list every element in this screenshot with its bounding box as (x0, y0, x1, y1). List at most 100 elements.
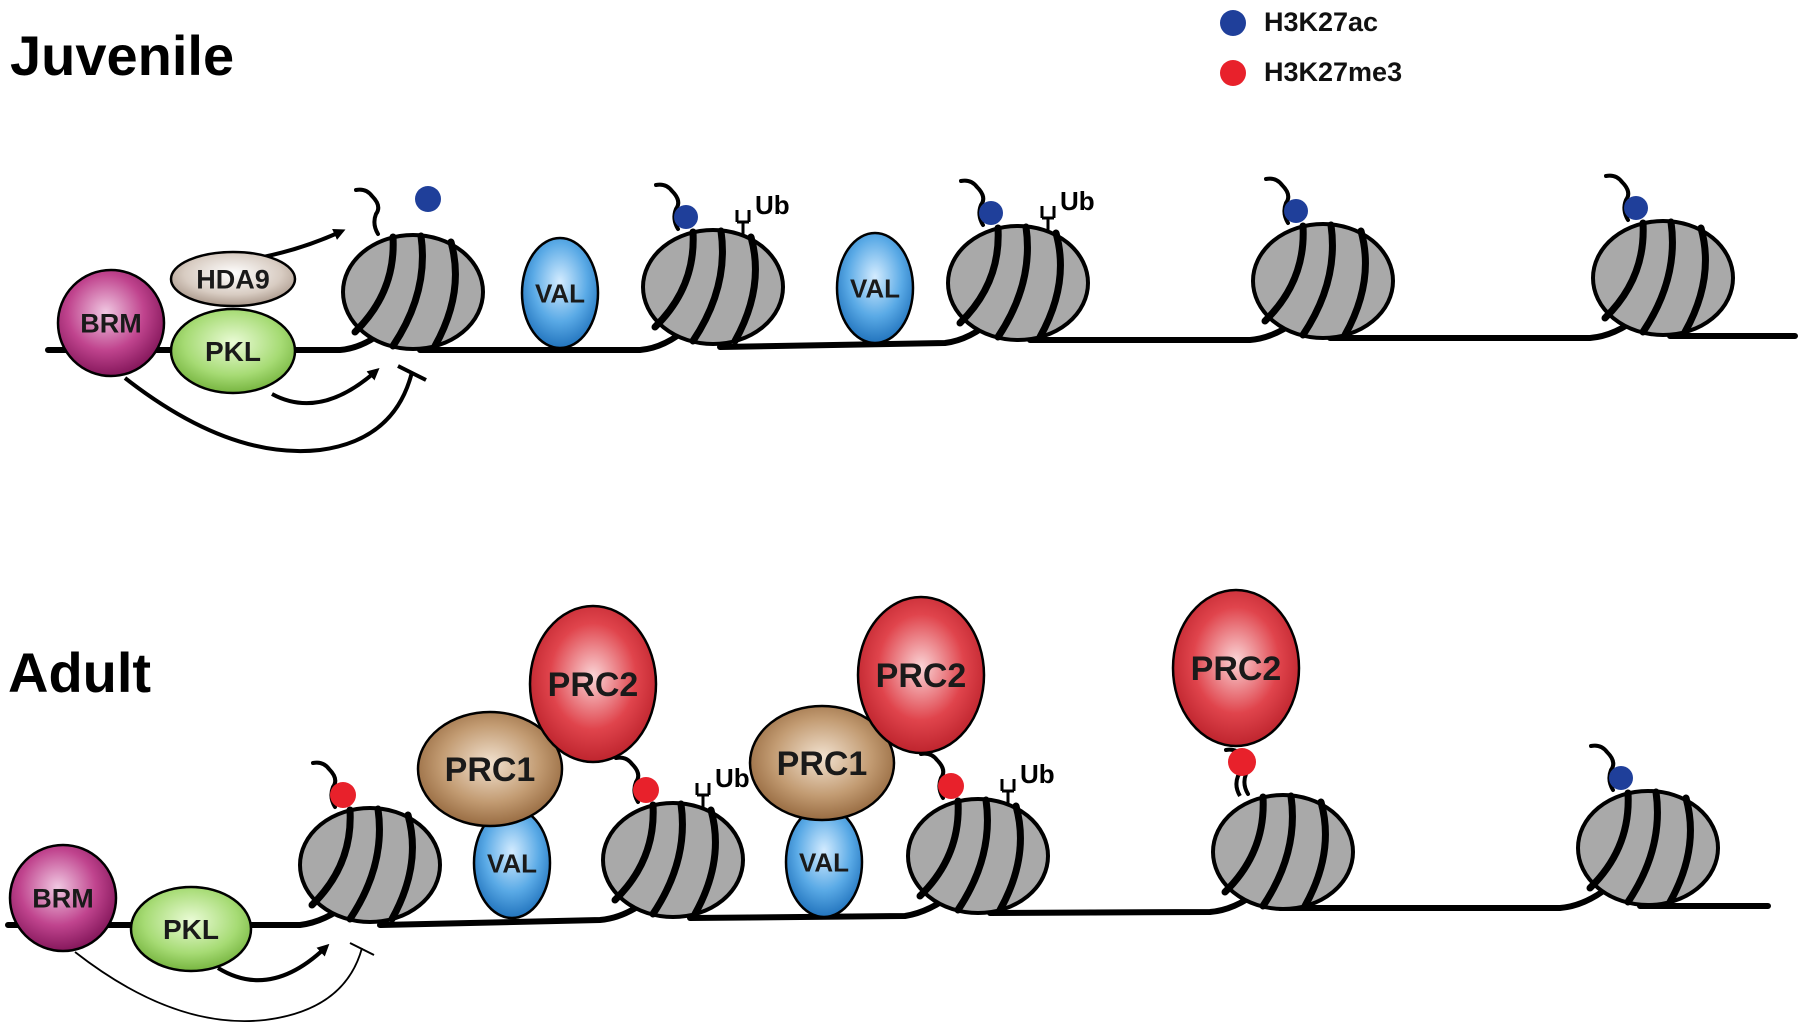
histone-tail (1589, 743, 1616, 792)
hda9-to-tail-arrow (257, 228, 346, 260)
histone-tail (654, 182, 681, 231)
h3k27ac-mark (674, 205, 698, 229)
pkl-protein-adult-label: PKL (163, 914, 219, 945)
regulation-arrows-layer (74, 228, 427, 1023)
h3k27ac-legend-dot (1220, 9, 1246, 36)
dna-wrap-band (1261, 222, 1307, 325)
dna-wrap-band (1259, 792, 1296, 910)
nucleosome-adult-3: Ub (906, 751, 1055, 915)
h3k27ac-mark (415, 186, 441, 212)
dna-wrap-band (651, 228, 697, 331)
dna-wrap-band (431, 238, 459, 350)
pkl-protein-adult: PKL (129, 885, 253, 973)
h3k27ac-mark (979, 201, 1003, 225)
val-protein-juvenile-2-label: VAL (850, 273, 900, 303)
dna-wrap-band (689, 227, 726, 345)
prc2-protein-adult-2: PRC2 (856, 595, 986, 755)
nucleosome-core (601, 801, 745, 919)
dna-wrap-band (1341, 227, 1369, 339)
adult-title: Adult (8, 641, 152, 704)
prc1-protein-adult-1-shape (416, 710, 564, 828)
dna-wrap-band (1586, 789, 1632, 892)
nucleosome-adult-5 (1576, 743, 1720, 907)
brm-protein-adult-label: BRM (32, 884, 94, 914)
prc2-protein-adult-3-label: PRC2 (1191, 650, 1282, 688)
ubiquitin-label: Ub (1020, 759, 1055, 789)
nucleosome-core (1251, 222, 1395, 340)
juvenile-title: Juvenile (10, 24, 235, 87)
dna-wrap-band (1299, 221, 1336, 339)
nucleosome-adult-2: Ub (601, 755, 750, 919)
histone-tail (959, 178, 986, 227)
ubiquitin-fork (695, 783, 711, 807)
legend-item-h3k27me3: H3K27me3 (1220, 57, 1402, 88)
nucleosome-core (946, 224, 1090, 342)
prc2-protein-adult-3-shape (1171, 588, 1301, 748)
nucleosome-core (298, 806, 442, 924)
dna-wrap-band (996, 802, 1024, 914)
prc1-protein-adult-2: PRC1 (748, 704, 896, 822)
nucleosome-juvenile-5 (1591, 173, 1735, 337)
ubiquitin-fork (1040, 206, 1056, 230)
brm-protein-adult-shape (8, 843, 118, 953)
brm-protein-juvenile-shape (56, 268, 166, 378)
val-protein-juvenile-1: VAL (520, 236, 600, 350)
nucleosome-juvenile-4 (1251, 176, 1395, 340)
histone-tail (354, 187, 381, 236)
val-protein-adult-2: VAL (784, 805, 864, 919)
h3k27ac-mark (1609, 766, 1633, 790)
brm-inhibition-line-juvenile (123, 371, 414, 454)
brm-protein-juvenile-label: BRM (80, 309, 142, 339)
dna-wrap-band (649, 800, 686, 918)
dna-wrap-band (389, 232, 426, 350)
dna-wrap-band (916, 797, 962, 900)
prc2-protein-adult-2-shape (856, 595, 986, 755)
h3k27me3-mark (633, 777, 659, 803)
prc2-protein-adult-1-label: PRC2 (548, 666, 639, 704)
prc1-protein-adult-2-shape (748, 704, 896, 822)
nucleosome-adult-1 (298, 760, 442, 924)
dna-strand-adult (5, 883, 1771, 928)
brm-inhibition-bar-juvenile (397, 364, 427, 382)
nucleosome-core (1211, 793, 1355, 911)
nucleosome-juvenile-3: Ub (946, 178, 1095, 342)
val-protein-juvenile-2: VAL (835, 231, 915, 345)
legend-label-h3k27me3: H3K27me3 (1264, 57, 1403, 87)
legend-item-h3k27ac: H3K27ac (1220, 7, 1378, 38)
histone-tail (1264, 176, 1291, 225)
dna-wrap-band (1624, 788, 1661, 906)
val-protein-juvenile-1-label: VAL (535, 278, 585, 308)
pkl-protein-juvenile-shape (169, 307, 297, 395)
pkl-activation-arrow-juvenile (271, 368, 380, 406)
dna-wrap-band (954, 796, 991, 914)
pkl-activation-arrow-adult (216, 943, 330, 983)
h3k27me3-mark (1228, 748, 1256, 776)
dna-wrap-band (1666, 794, 1694, 906)
nucleosome-core (341, 233, 485, 351)
dna-wrap-band (1601, 219, 1647, 322)
pkl-protein-adult-shape (129, 885, 253, 973)
h3k27me3-mark (330, 782, 356, 808)
dna-wrap-band (1681, 224, 1709, 336)
val-protein-adult-1: VAL (472, 806, 552, 920)
brm-inhibition-bar-adult (349, 942, 375, 956)
dna-wrap-band (956, 224, 1002, 327)
dna-wrap-band (1036, 229, 1064, 341)
dna-wrap-band (1639, 218, 1676, 336)
brm-protein-adult: BRM (8, 843, 118, 953)
ubiquitin-fork (1000, 779, 1016, 803)
brm-protein-juvenile: BRM (56, 268, 166, 378)
dna-wrap-band (351, 233, 397, 336)
legend-label-h3k27ac: H3K27ac (1264, 7, 1379, 37)
ubiquitin-label: Ub (715, 763, 750, 793)
nucleosome-adult-4 (1211, 747, 1355, 911)
prc2-protein-adult-1-shape (528, 604, 658, 764)
h3k27ac-mark (1284, 199, 1308, 223)
dna-wrap-band (1301, 798, 1329, 910)
val-protein-juvenile-1-shape (520, 236, 600, 350)
dna-wrap-band (1221, 793, 1267, 896)
histone-tail (1604, 173, 1631, 222)
